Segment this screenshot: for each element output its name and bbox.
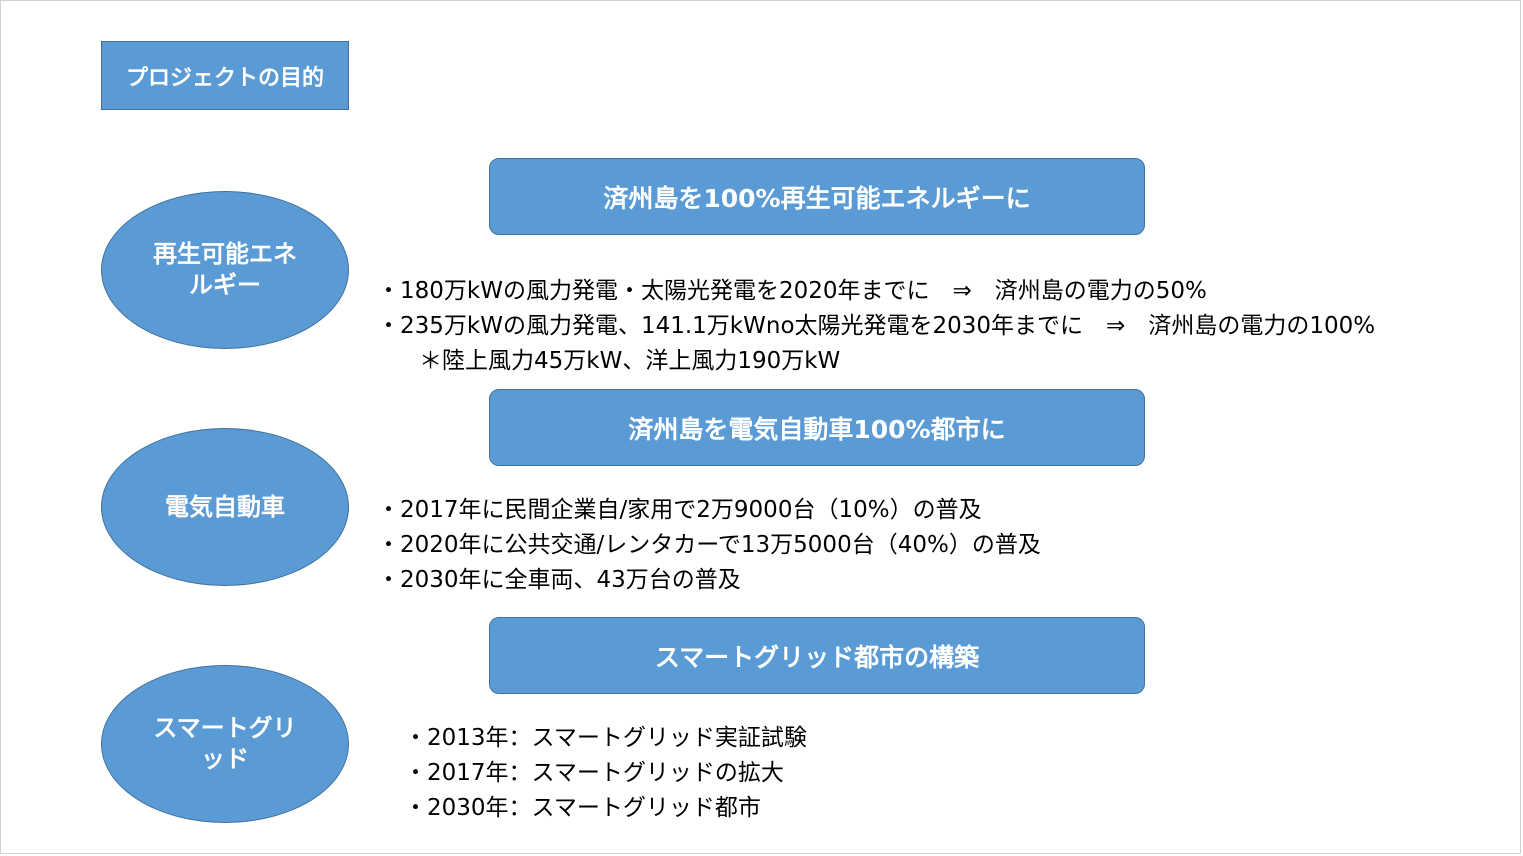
bullet-list-electric-vehicle: ・2017年に民間企業自/家用で2万9000台（10%）の普及 ・2020年に公… [377, 493, 1041, 598]
list-item: ・2017年：スマートグリッドの拡大 [404, 760, 784, 786]
ellipse-smart-grid: スマートグリッド [101, 665, 349, 823]
list-item: ・2020年に公共交通/レンタカーで13万5000台（40%）の普及 [377, 532, 1041, 558]
slide-title: プロジェクトの目的 [101, 41, 349, 110]
ellipse-renewable-energy: 再生可能エネルギー [101, 191, 349, 349]
ellipse-label: 再生可能エネルギー [153, 240, 297, 299]
banner-renewable-energy: 済州島を100%再生可能エネルギーに [489, 158, 1145, 235]
banner-electric-vehicle: 済州島を電気自動車100%都市に [489, 389, 1145, 466]
bullet-list-smart-grid: ・2013年：スマートグリッド実証試験 ・2017年：スマートグリッドの拡大 ・… [404, 721, 807, 826]
banner-smart-grid: スマートグリッド都市の構築 [489, 617, 1145, 694]
ellipse-label: スマートグリッド [153, 714, 297, 773]
bullet-list-renewable-energy: ・180万kWの風力発電・太陽光発電を2020年までに ⇒ 済州島の電力の50%… [377, 274, 1375, 379]
ellipse-label: 電気自動車 [165, 492, 285, 521]
list-item: ・180万kWの風力発電・太陽光発電を2020年までに ⇒ 済州島の電力の50% [377, 278, 1207, 304]
list-item: ・235万kWの風力発電、141.1万kWno太陽光発電を2030年までに ⇒ … [377, 313, 1376, 339]
list-item: ・2030年：スマートグリッド都市 [404, 795, 761, 821]
list-item: ・2013年：スマートグリッド実証試験 [404, 725, 807, 751]
list-item: ・2030年に全車両、43万台の普及 [377, 567, 741, 593]
list-item: ＊陸上風力45万kW、洋上風力190万kW [419, 348, 841, 374]
list-item: ・2017年に民間企業自/家用で2万9000台（10%）の普及 [377, 497, 982, 523]
ellipse-electric-vehicle: 電気自動車 [101, 428, 349, 586]
